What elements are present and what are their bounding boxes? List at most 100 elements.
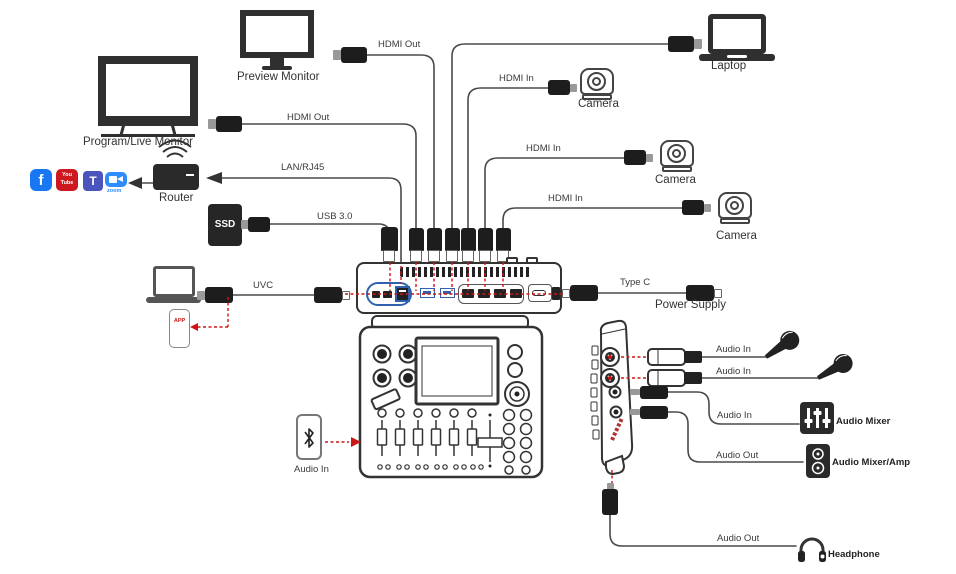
camera-icon (580, 66, 620, 106)
cable-hdmi-in-camera-3 (502, 207, 685, 229)
program-monitor-icon (98, 56, 198, 126)
usb-c-plug-tip (197, 291, 205, 300)
program-monitor-label: Program/Live Monitor (83, 136, 193, 148)
laptop-notch (727, 55, 747, 58)
hdmi-plug (548, 80, 570, 95)
panel-knob (526, 257, 538, 264)
usb-port (383, 291, 392, 298)
usb-port (372, 291, 380, 298)
laptop-label: Laptop (711, 60, 747, 72)
hdmi-connector-tip (428, 250, 440, 262)
type-c-plug-tip (562, 289, 570, 298)
hdmi-plug-tip (570, 84, 577, 92)
microphone-icon (817, 354, 853, 380)
monitor-base (101, 134, 195, 137)
phone-icon (296, 414, 322, 460)
zoom-label: zoom (107, 188, 122, 194)
switcher-console-icon (358, 315, 544, 479)
facebook-icon: f (30, 169, 52, 191)
zoom-icon (105, 172, 127, 187)
hdmi-plug-tip (646, 154, 653, 162)
switcher-side-view-icon (590, 319, 634, 476)
video-camera-glyph (117, 176, 123, 182)
hdmi-connector (409, 228, 424, 251)
audio-in-mic1-label: Audio In (716, 344, 751, 355)
laptop-icon (153, 266, 195, 297)
cable-hdmi-in-camera-1 (467, 87, 551, 229)
hdmi-out-preview-label: HDMI Out (378, 39, 421, 50)
audio-jack-plug (602, 489, 618, 515)
usb-c-plug (314, 287, 342, 303)
laptop-base (699, 54, 775, 61)
hdmi-connector-tip (479, 250, 491, 262)
hdmi-connector (461, 228, 476, 251)
headphone-icon (798, 537, 826, 562)
usb3-port-tongue (423, 291, 431, 294)
hdmi-port (462, 289, 474, 298)
app-label: APP (173, 318, 186, 324)
usb-plug-tip (694, 39, 702, 49)
usb-c-plug-tip (342, 291, 350, 300)
monitor-stand (270, 58, 284, 66)
xlr-connector (647, 348, 702, 366)
preview-monitor-label: Preview Monitor (237, 71, 320, 83)
audio-jack-tip (607, 483, 614, 490)
phone-icon: APP (169, 309, 190, 348)
camera-icon (718, 190, 758, 230)
audio-mixer-icon (800, 402, 834, 434)
hdmi-connector-tip (462, 250, 474, 262)
usb3-port (420, 288, 435, 298)
router-icon (153, 164, 199, 190)
type-c-plug-tip (714, 289, 722, 298)
audio-out-headphone-label: Audio Out (717, 533, 760, 544)
usb-plug (668, 36, 694, 52)
camera-2-label: Camera (655, 174, 696, 186)
microphone-icon (764, 330, 800, 359)
hdmi-connector (427, 228, 442, 251)
youtube-icon: You Tube (56, 169, 78, 191)
type-c-port-group (528, 284, 552, 302)
type-c-plug (570, 285, 598, 301)
lan-arrowhead (206, 172, 222, 184)
hdmi-plug-tip (333, 50, 341, 60)
hdmi-port (478, 289, 490, 298)
cable-hdmi-out-preview (366, 54, 435, 229)
cable-hdmi-out-program (241, 123, 417, 229)
usb3-label: USB 3.0 (317, 211, 353, 222)
laptop-icon (708, 14, 766, 54)
power-switch (552, 287, 560, 300)
hdmi-plug (341, 47, 367, 63)
audio-jack-plug (640, 406, 668, 419)
hdmi-port (510, 289, 522, 298)
audio-in-mic2-label: Audio In (716, 366, 751, 377)
usb3-port-tongue (443, 291, 451, 294)
audio-mixer-label: Audio Mixer (836, 416, 891, 427)
laptop-base (146, 297, 201, 303)
xlr-connector (647, 369, 702, 387)
cable-hdmi-in-camera-2 (484, 157, 627, 229)
usb-connector-tip (383, 250, 395, 262)
hdmi-plug (624, 150, 646, 165)
hdmi-in-camera1-label: HDMI In (499, 73, 534, 84)
vent-grille (400, 267, 530, 277)
power-supply-label: Power Supply (655, 299, 726, 311)
hdmi-connector (478, 228, 493, 251)
hdmi-plug (682, 200, 704, 215)
hdmi-out-program-label: HDMI Out (287, 112, 330, 123)
hdmi-connector (445, 228, 460, 251)
cable-audio-out-headphone (609, 513, 797, 547)
usb-plug (248, 217, 270, 232)
audio-jack-tip (630, 389, 640, 395)
audio-mixer-amp-label: Audio Mixer/Amp (832, 457, 911, 468)
type-c-plug (686, 285, 714, 301)
hdmi-in-camera2-label: HDMI In (526, 143, 561, 154)
headphone-label: Headphone (828, 549, 880, 560)
usb-c-plug (205, 287, 233, 303)
hdmi-port (494, 289, 506, 298)
lan-port (395, 286, 410, 302)
ssd-icon: SSD (208, 204, 242, 246)
lan-port-pins (399, 290, 406, 292)
preview-monitor-icon (240, 10, 314, 58)
